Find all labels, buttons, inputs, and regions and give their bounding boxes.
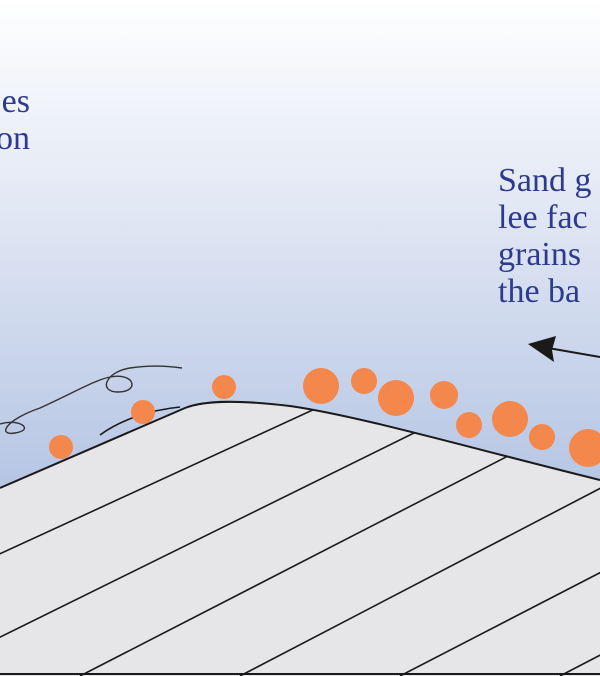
bedding-line bbox=[79, 454, 511, 676]
left-caption-line-1: es bbox=[1, 83, 30, 120]
sand-grain bbox=[529, 424, 555, 450]
sand-grain bbox=[456, 412, 482, 438]
right-caption-line-3: grains bbox=[498, 236, 582, 273]
right-caption-line-2: lee fac bbox=[498, 199, 588, 236]
bedding-line bbox=[399, 551, 600, 676]
bedding-line bbox=[559, 623, 600, 676]
saltation-loop-icon bbox=[0, 365, 183, 435]
bedding-line bbox=[0, 429, 421, 648]
sand-grain bbox=[569, 429, 600, 467]
sand-grain bbox=[212, 375, 236, 399]
sand-grains bbox=[49, 368, 600, 467]
arrow-left-icon bbox=[528, 336, 600, 362]
sand-grain bbox=[492, 401, 528, 437]
sand-grain bbox=[430, 381, 458, 409]
dune-outline bbox=[0, 400, 600, 489]
bedding-line bbox=[239, 477, 600, 676]
right-caption: Sand g lee fac grains the ba bbox=[498, 162, 592, 310]
cross-bedding-lines bbox=[0, 401, 600, 676]
bedding-line bbox=[0, 401, 331, 564]
right-caption-line-4: the ba bbox=[498, 273, 581, 310]
left-caption-line-2: on bbox=[0, 120, 30, 157]
sand-grain bbox=[131, 400, 155, 424]
sand-grain bbox=[351, 368, 377, 394]
left-caption: es on bbox=[0, 83, 30, 157]
dune-body bbox=[0, 401, 600, 676]
sand-grain bbox=[378, 380, 414, 416]
right-caption-line-1: Sand g bbox=[498, 162, 592, 199]
sand-grain bbox=[49, 435, 73, 459]
sand-grain bbox=[303, 368, 339, 404]
